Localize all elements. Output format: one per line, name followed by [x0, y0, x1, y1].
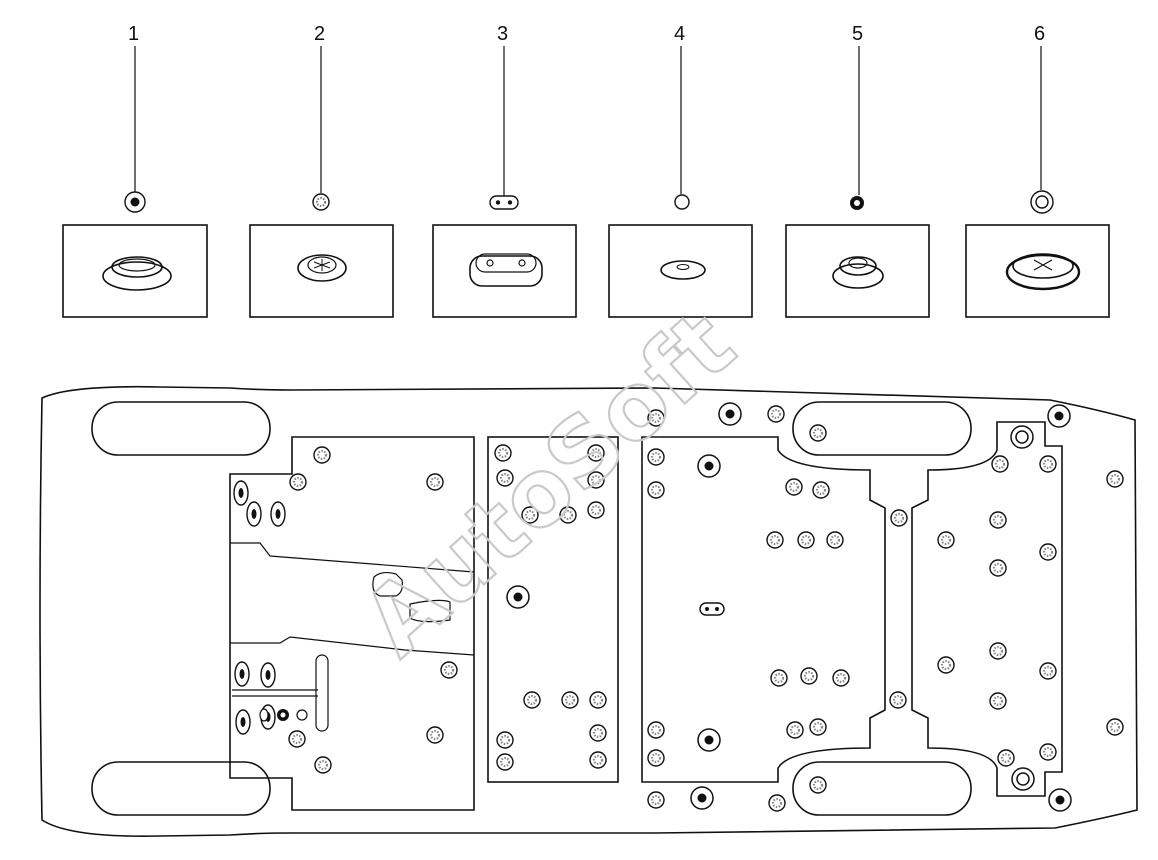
- plug-dotted-icon: [826, 531, 844, 549]
- callout-number-5: 5: [852, 23, 863, 45]
- plug-dotted-icon: [647, 409, 665, 427]
- plug-dotted-icon: [997, 749, 1015, 767]
- part-box-4: [608, 224, 753, 318]
- parts-row: 1 2 3: [62, 23, 1110, 318]
- plug-dotted-icon: [289, 473, 307, 491]
- floor-pan-outline: [39, 385, 1138, 837]
- wheel-slot-front-right: [91, 761, 271, 816]
- plug-dotted-icon: [989, 511, 1007, 529]
- plug-dotted-icon: [494, 444, 512, 462]
- plug-dotted-icon: [937, 531, 955, 549]
- plug-dotted-icon: [647, 721, 665, 739]
- plug-dotted-icon: [890, 509, 908, 527]
- part-box-2: [249, 224, 394, 318]
- plug-dotted-icon: [809, 424, 827, 442]
- part-3: 3: [432, 23, 577, 318]
- plug-dotted-icon: [589, 691, 607, 709]
- small-hole-icon: [296, 709, 308, 721]
- plug-dotted-icon: [314, 756, 332, 774]
- plug-dotted-icon: [426, 726, 444, 744]
- plug-dotted-icon: [1039, 455, 1057, 473]
- part-5: 5: [785, 23, 930, 318]
- part-4: 4: [608, 23, 753, 318]
- watermark-text: AutoSoft: [343, 291, 754, 677]
- part-1: 1: [62, 23, 208, 318]
- plug-dotted-icon: [587, 471, 605, 489]
- plug-dotted-icon: [800, 667, 818, 685]
- part-box-3: [432, 224, 577, 318]
- small-hole-icon: [259, 708, 269, 722]
- plug-dotted-icon: [889, 691, 907, 709]
- plug-dotted-icon: [809, 718, 827, 736]
- tunnel-panel: [487, 436, 619, 783]
- plug-dotted-icon: [770, 669, 788, 687]
- part-6: 6: [965, 23, 1110, 318]
- plug-dotted-icon: [647, 749, 665, 767]
- plug-oval-icon: [699, 602, 725, 616]
- plug-dotted-icon: [589, 724, 607, 742]
- plug-dotted-icon: [797, 531, 815, 549]
- callout-number-2: 2: [314, 23, 325, 45]
- plug-dotted-icon: [989, 642, 1007, 660]
- callout-number-1: 1: [128, 23, 139, 45]
- plug-dotted-icon: [937, 656, 955, 674]
- trunk-panel: [911, 421, 1063, 797]
- plug-dotted-icon: [1039, 543, 1057, 561]
- installed-plugs: [233, 402, 1124, 812]
- floor-pan: [39, 385, 1138, 837]
- part-box-1: [62, 224, 208, 318]
- plug-dotted-icon: [1039, 662, 1057, 680]
- plug-dotted-icon: [647, 481, 665, 499]
- plug-dotted-icon: [561, 691, 579, 709]
- rear-seat-panel: [641, 436, 886, 783]
- plug-dotted-icon: [991, 455, 1009, 473]
- plug-dotted-icon: [647, 448, 665, 466]
- plug-dotted-icon: [1039, 743, 1057, 761]
- callout-number-6: 6: [1034, 23, 1045, 45]
- wheel-slot-front-left: [91, 401, 271, 456]
- wheel-slot-rear-left: [792, 401, 972, 456]
- plug-dotted-icon: [587, 501, 605, 519]
- plug-dotted-icon: [523, 691, 541, 709]
- part-box-6: [965, 224, 1110, 318]
- plug-dotted-icon: [521, 506, 539, 524]
- plug-dotted-icon: [1106, 718, 1124, 736]
- plug-dotted-icon: [989, 559, 1007, 577]
- callout-number-3: 3: [497, 23, 508, 45]
- plug-dotted-icon: [426, 473, 444, 491]
- plug-dotted-icon: [496, 469, 514, 487]
- front-footwell-panel: [229, 436, 475, 811]
- plug-dotted-icon: [647, 791, 665, 809]
- plug-dotted-icon: [1106, 470, 1124, 488]
- plug-dotted-icon: [496, 731, 514, 749]
- plug-dotted-icon: [313, 446, 331, 464]
- plug-dotted-icon: [768, 794, 786, 812]
- plug-dotted-icon: [496, 753, 514, 771]
- part-2: 2: [249, 23, 394, 318]
- plug-dotted-icon: [812, 481, 830, 499]
- plug-dotted-icon: [989, 692, 1007, 710]
- plug-dotted-icon: [809, 776, 827, 794]
- plug-dotted-icon: [767, 405, 785, 423]
- callout-number-4: 4: [674, 23, 685, 45]
- plug-dotted-icon: [785, 478, 803, 496]
- plug-dotted-icon: [766, 531, 784, 549]
- plug-dotted-icon: [559, 506, 577, 524]
- plug-dotted-icon: [832, 669, 850, 687]
- plug-dotted-icon: [589, 751, 607, 769]
- plug-dotted-icon: [288, 730, 306, 748]
- plug-dotted-icon: [786, 721, 804, 739]
- wheel-slot-rear-right: [792, 761, 972, 816]
- part-box-5: [785, 224, 930, 318]
- plug-dotted-icon: [587, 444, 605, 462]
- plug-dotted-icon: [440, 661, 458, 679]
